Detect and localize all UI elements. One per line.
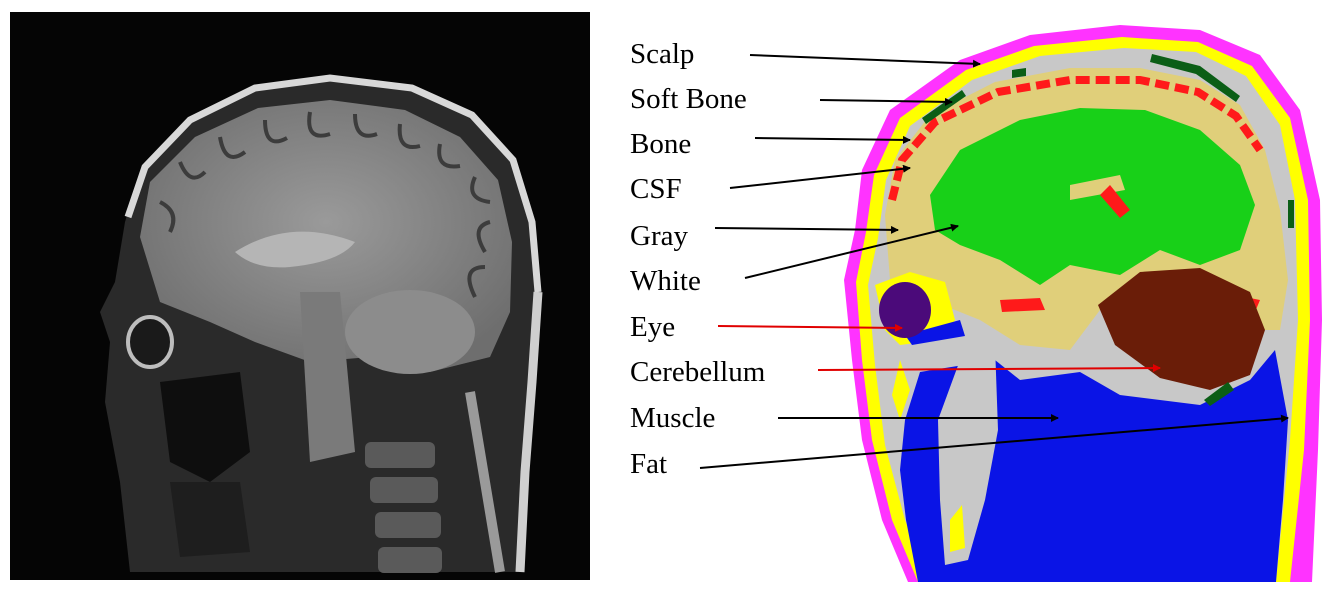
label-white: White	[630, 267, 701, 296]
arrow-cerebellum	[818, 368, 1160, 370]
label-gray: Gray	[630, 222, 688, 251]
arrow-gray	[715, 228, 898, 230]
label-bone: Bone	[630, 130, 691, 159]
label-fat: Fat	[630, 450, 667, 479]
segmentation-diagram: Scalp Soft Bone Bone CSF Gray White Eye …	[600, 0, 1323, 591]
label-cerebellum: Cerebellum	[630, 358, 765, 387]
label-csf: CSF	[630, 175, 682, 204]
arrow-white	[745, 226, 958, 278]
mri-head-image	[10, 12, 590, 580]
arrow-eye	[718, 326, 902, 328]
arrow-csf	[730, 168, 910, 188]
label-eye: Eye	[630, 313, 675, 342]
mri-sagittal-image	[10, 12, 590, 580]
arrow-bone	[755, 138, 910, 140]
label-muscle: Muscle	[630, 404, 715, 433]
arrow-fat	[700, 418, 1288, 468]
arrow-soft-bone	[820, 100, 952, 102]
label-soft-bone: Soft Bone	[630, 85, 747, 114]
arrow-scalp	[750, 55, 980, 64]
label-scalp: Scalp	[630, 40, 694, 69]
